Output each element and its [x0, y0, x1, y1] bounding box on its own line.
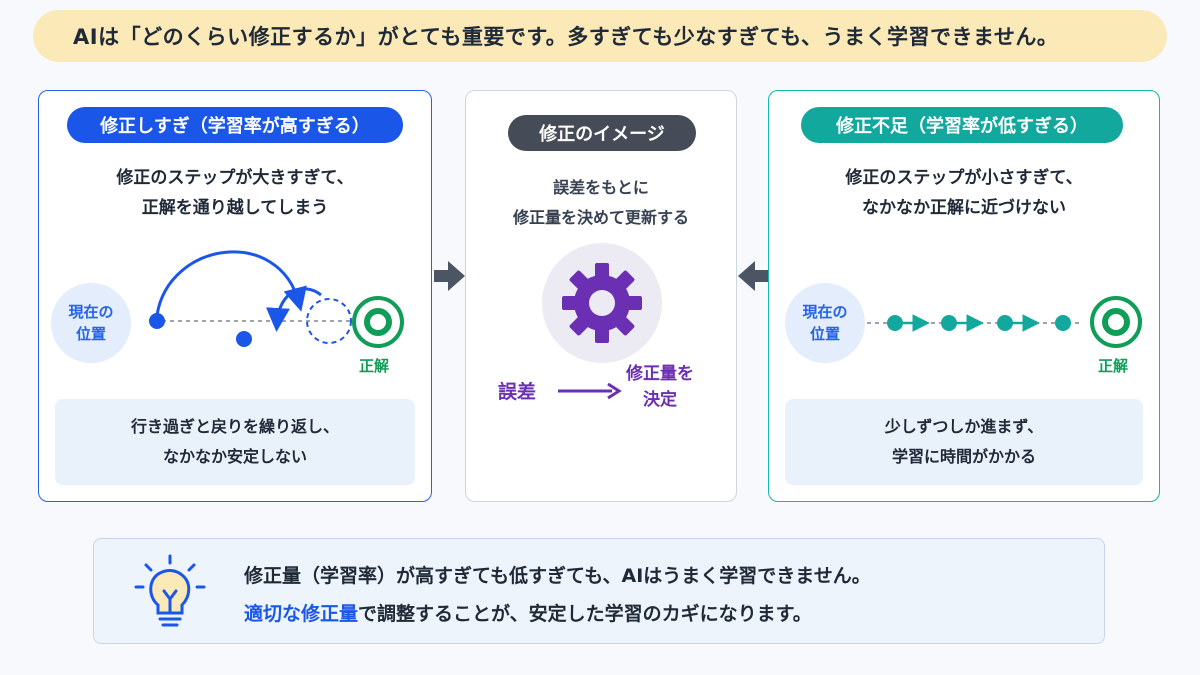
- step-dot: [997, 315, 1013, 331]
- overshoot-arc: [155, 250, 307, 316]
- current-position-bubble: 現在の 位置: [51, 283, 131, 363]
- summary-box: 修正量（学習率）が高すぎても低すぎても、AIはうまく学習できません。 適切な修正…: [93, 538, 1105, 644]
- arrow-right-icon: [434, 261, 465, 291]
- correction-image-panel: 修正のイメージ 誤差をもとに 修正量を決めて更新する 誤差 修正量を 決定: [465, 90, 737, 502]
- undercorrection-title: 修正不足（学習率が低すぎる）: [801, 107, 1123, 143]
- returned-dot: [236, 331, 252, 347]
- target-label: 正解: [1098, 357, 1129, 375]
- summary-line2: 適切な修正量で調整することが、安定した学習のカギになります。: [244, 599, 812, 626]
- overcorrection-title: 修正しすぎ（学習率が高すぎる）: [67, 107, 403, 143]
- undercorrection-description: 修正のステップが小さすぎて、 なかなか正解に近づけない: [845, 168, 1083, 218]
- summary-line1: 修正量（学習率）が高すぎても低すぎても、AIはうまく学習できません。: [244, 565, 871, 587]
- current-position-bubble: 現在の 位置: [785, 283, 865, 363]
- summary-line2-rest: で調整することが、安定した学習のカギになります。: [358, 603, 812, 625]
- correction-image-title: 修正のイメージ: [508, 115, 696, 151]
- overshoot-point: [306, 298, 352, 344]
- target-label: 正解: [359, 357, 390, 375]
- correction-image-description: 誤差をもとに 修正量を決めて更新する: [512, 178, 689, 227]
- target-icon: [352, 296, 404, 348]
- top-banner: AIは「どのくらい修正するか」がとても重要です。多すぎても少なすぎても、うまく学…: [33, 10, 1167, 62]
- step-dot: [1055, 315, 1071, 331]
- flow-arrow-icon: [558, 382, 622, 400]
- gear-background: [542, 243, 662, 363]
- overshoot-diagram: [149, 250, 354, 347]
- small-steps-diagram: [867, 314, 1083, 332]
- decision-label: 修正量を 決定: [626, 364, 694, 410]
- error-label: 誤差: [498, 381, 537, 403]
- step-dot: [941, 315, 957, 331]
- banner-text: AIは「どのくらい修正するか」がとても重要です。多すぎても少なすぎても、うまく学…: [73, 25, 1059, 49]
- overcorrection-panel: 修正しすぎ（学習率が高すぎる） 修正のステップが大きすぎて、 正解を通り越してし…: [38, 90, 432, 502]
- gear-icon: [562, 263, 642, 343]
- start-dot: [149, 313, 165, 329]
- undercorrection-panel: 修正不足（学習率が低すぎる） 修正のステップが小さすぎて、 なかなか正解に近づけ…: [768, 90, 1160, 502]
- return-arc: [265, 287, 322, 332]
- undercorrection-note: 少しずつしか進まず、 学習に時間がかかる: [785, 399, 1143, 485]
- step-dot: [887, 315, 903, 331]
- arrow-left-icon: [738, 261, 769, 291]
- summary-highlight: 適切な修正量: [244, 603, 359, 625]
- target-icon: [1090, 296, 1142, 348]
- overcorrection-description: 修正のステップが大きすぎて、 正解を通り越してしまう: [116, 168, 354, 218]
- overcorrection-note: 行き過ぎと戻りを繰り返し、 なかなか安定しない: [55, 399, 415, 485]
- lightbulb-icon: [134, 554, 206, 627]
